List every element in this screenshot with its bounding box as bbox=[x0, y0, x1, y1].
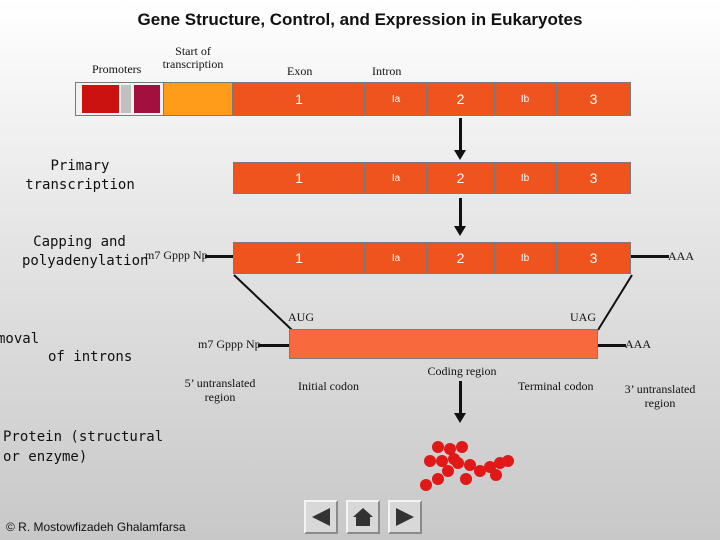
start-of-transcription-label: Start of transcription bbox=[162, 44, 224, 71]
intron-label: Intron bbox=[372, 64, 402, 78]
transcription-start-block bbox=[163, 82, 233, 116]
arrow-shaft bbox=[459, 118, 462, 152]
protein-label: Protein (structural or enzyme) bbox=[3, 429, 164, 465]
mrna-coding-block bbox=[289, 329, 598, 359]
exon-1: 1 bbox=[233, 242, 365, 274]
polya-line bbox=[631, 255, 669, 258]
intron-a: Ia bbox=[365, 82, 427, 116]
primary-transcription-label: Primary transcription bbox=[25, 158, 135, 193]
intron-a: Ia bbox=[365, 242, 427, 274]
uag-label: UAG bbox=[570, 310, 596, 324]
cap-label: m7 Gppp Np bbox=[145, 248, 208, 262]
intron-b: Ib bbox=[494, 82, 556, 116]
exon-1: 1 bbox=[233, 82, 365, 116]
exon-2: 2 bbox=[427, 162, 494, 194]
three-utr-label: 3’ untranslated region bbox=[624, 382, 696, 410]
intron-b: Ib bbox=[494, 162, 556, 194]
promoter-block-maroon bbox=[134, 85, 160, 113]
down-arrow-icon bbox=[454, 413, 466, 423]
exon-2: 2 bbox=[427, 242, 494, 274]
exon-label: Exon bbox=[287, 64, 313, 78]
initial-codon-label: Initial codon bbox=[298, 379, 359, 393]
arrow-shaft bbox=[459, 198, 462, 228]
prev-slide-button[interactable] bbox=[304, 500, 338, 534]
polya-line bbox=[598, 344, 626, 347]
home-button[interactable] bbox=[346, 500, 380, 534]
poly-a-tail-label: AAA bbox=[625, 337, 651, 351]
arrow-shaft bbox=[459, 381, 462, 415]
next-slide-button[interactable] bbox=[388, 500, 422, 534]
exon-1: 1 bbox=[233, 162, 365, 194]
copyright-text: © R. Mostowfizadeh Ghalamfarsa bbox=[6, 520, 186, 534]
exon-3: 3 bbox=[556, 82, 631, 116]
home-icon bbox=[353, 508, 373, 526]
cap-label: m7 Gppp Np bbox=[198, 337, 261, 351]
capping-polyadenylation-label: Capping and polyadenylation bbox=[22, 234, 149, 269]
cap-line bbox=[205, 255, 233, 258]
next-triangle-icon bbox=[396, 508, 414, 526]
removal-label: moval bbox=[0, 331, 40, 347]
five-utr-label: 5’ untranslated region bbox=[184, 376, 256, 404]
promoters-label: Promoters bbox=[92, 62, 142, 76]
exon-3: 3 bbox=[556, 242, 631, 274]
page-title: Gene Structure, Control, and Expression … bbox=[137, 10, 583, 29]
aug-label: AUG bbox=[288, 310, 314, 324]
down-arrow-icon bbox=[454, 150, 466, 160]
protein-chain-icon bbox=[420, 441, 514, 491]
down-arrow-icon bbox=[454, 226, 466, 236]
promoter-block-grey bbox=[121, 85, 131, 113]
terminal-codon-label: Terminal codon bbox=[518, 379, 594, 393]
poly-a-tail-label: AAA bbox=[668, 249, 694, 263]
cap-line bbox=[258, 344, 290, 347]
intron-b: Ib bbox=[494, 242, 556, 274]
coding-region-label: Coding region bbox=[427, 364, 497, 378]
intron-a: Ia bbox=[365, 162, 427, 194]
prev-triangle-icon bbox=[312, 508, 330, 526]
exon-2: 2 bbox=[427, 82, 494, 116]
exon-3: 3 bbox=[556, 162, 631, 194]
of-introns-label: of introns bbox=[48, 349, 133, 365]
promoter-block-red bbox=[82, 85, 119, 113]
